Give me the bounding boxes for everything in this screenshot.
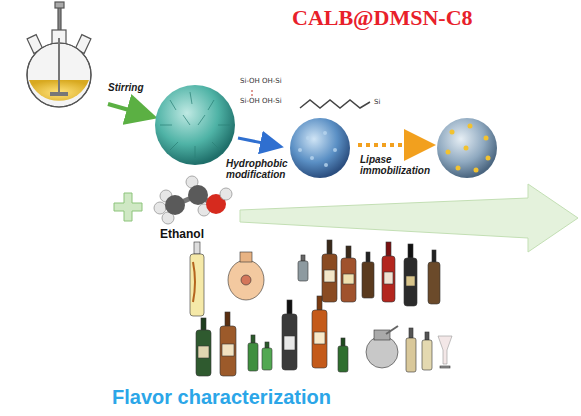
stirring-arrow [108, 104, 150, 116]
modified-sphere [290, 118, 350, 178]
diagram-title: CALB@DMSN-C8 [292, 6, 473, 30]
group-label: OH-Si [262, 98, 282, 106]
process-arrow [240, 184, 578, 252]
silica-sphere [155, 85, 235, 165]
step-label: Lipase immobilization [360, 154, 426, 176]
immobilization-arrow [358, 145, 428, 146]
step-label: Hydrophobic modification [226, 158, 288, 180]
liquor-bottles [190, 240, 452, 376]
flask [27, 2, 91, 107]
group-label: OH-Si [262, 78, 282, 86]
modification-arrow [238, 138, 278, 146]
group-label: Si-OH [240, 98, 260, 106]
diagram-caption: Flavor characterization [112, 386, 331, 408]
plus-sign [114, 193, 142, 221]
enzyme-sphere [437, 118, 497, 178]
atom-label: Si [374, 99, 380, 107]
step-label: Stirring [108, 82, 168, 93]
ethanol-molecule [154, 176, 232, 224]
molecule-name: Ethanol [160, 228, 204, 241]
octyl-chain [300, 100, 370, 108]
silanol-bonds [252, 88, 253, 96]
group-label: Si-OH [240, 78, 260, 86]
